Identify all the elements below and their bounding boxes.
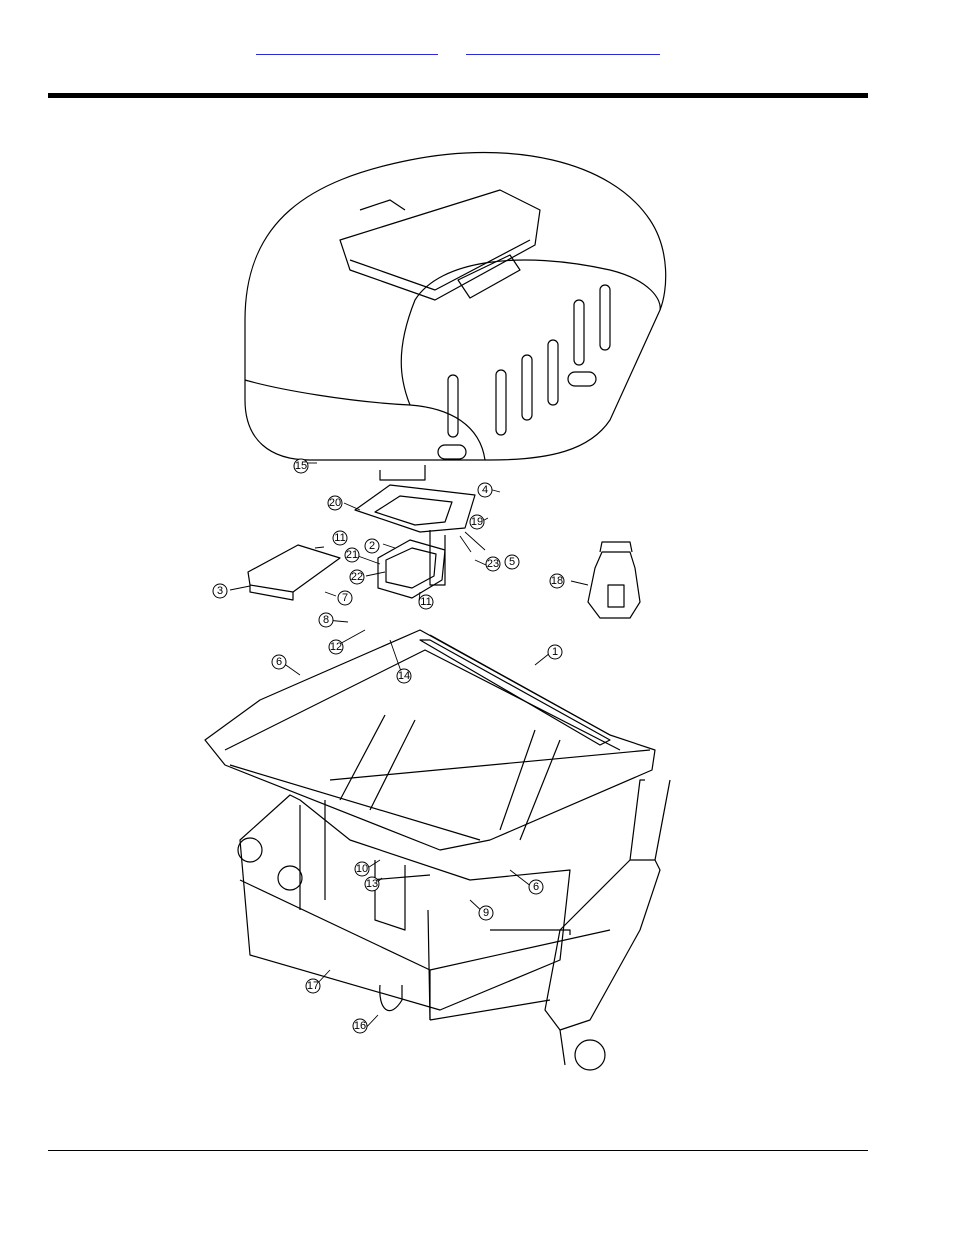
base-frame	[237, 794, 611, 1021]
bottle	[587, 541, 641, 619]
support-arm	[544, 779, 671, 1071]
seat-frame	[204, 629, 656, 851]
callout-15: 15	[295, 460, 307, 472]
callout-5: 5	[509, 556, 515, 568]
mounting-frame	[377, 539, 446, 599]
callout-1: 1	[552, 646, 558, 658]
cover-plate	[247, 544, 341, 601]
callout-4: 4	[482, 484, 488, 496]
callout-20: 20	[329, 497, 341, 509]
header-link-left[interactable]	[256, 38, 438, 55]
callout-8: 8	[323, 614, 329, 626]
callout-11a: 11	[334, 532, 345, 544]
callout-2: 2	[369, 540, 375, 552]
callout-16: 16	[354, 1020, 366, 1032]
callout-6b: 6	[533, 881, 539, 893]
callout-9: 9	[483, 907, 489, 919]
hopper-assembly	[244, 151, 667, 481]
callout-22: 22	[351, 571, 363, 583]
callout-13: 13	[366, 878, 378, 890]
callout-18: 18	[551, 575, 563, 587]
callout-7: 7	[342, 592, 348, 604]
adapter-plate	[354, 484, 476, 586]
hopper-slots	[437, 284, 611, 460]
callout-21: 21	[346, 549, 358, 561]
callout-6a: 6	[276, 656, 282, 668]
callout-12: 12	[330, 641, 342, 653]
header-rule	[48, 93, 868, 98]
callout-11b: 11	[420, 596, 431, 608]
callout-3: 3	[217, 585, 223, 597]
footer-rule	[48, 1150, 868, 1151]
callout-19: 19	[471, 516, 483, 528]
callout-23: 23	[487, 558, 499, 570]
callout-10: 10	[356, 863, 368, 875]
header-link-right[interactable]	[466, 38, 660, 55]
parts-diagram: 1 2 3 4 5 6 6 7 8 9 10 11 11 12 13 14 15…	[204, 151, 671, 1071]
callout-14: 14	[398, 670, 410, 682]
handle	[379, 984, 403, 1012]
callout-17: 17	[307, 980, 319, 992]
